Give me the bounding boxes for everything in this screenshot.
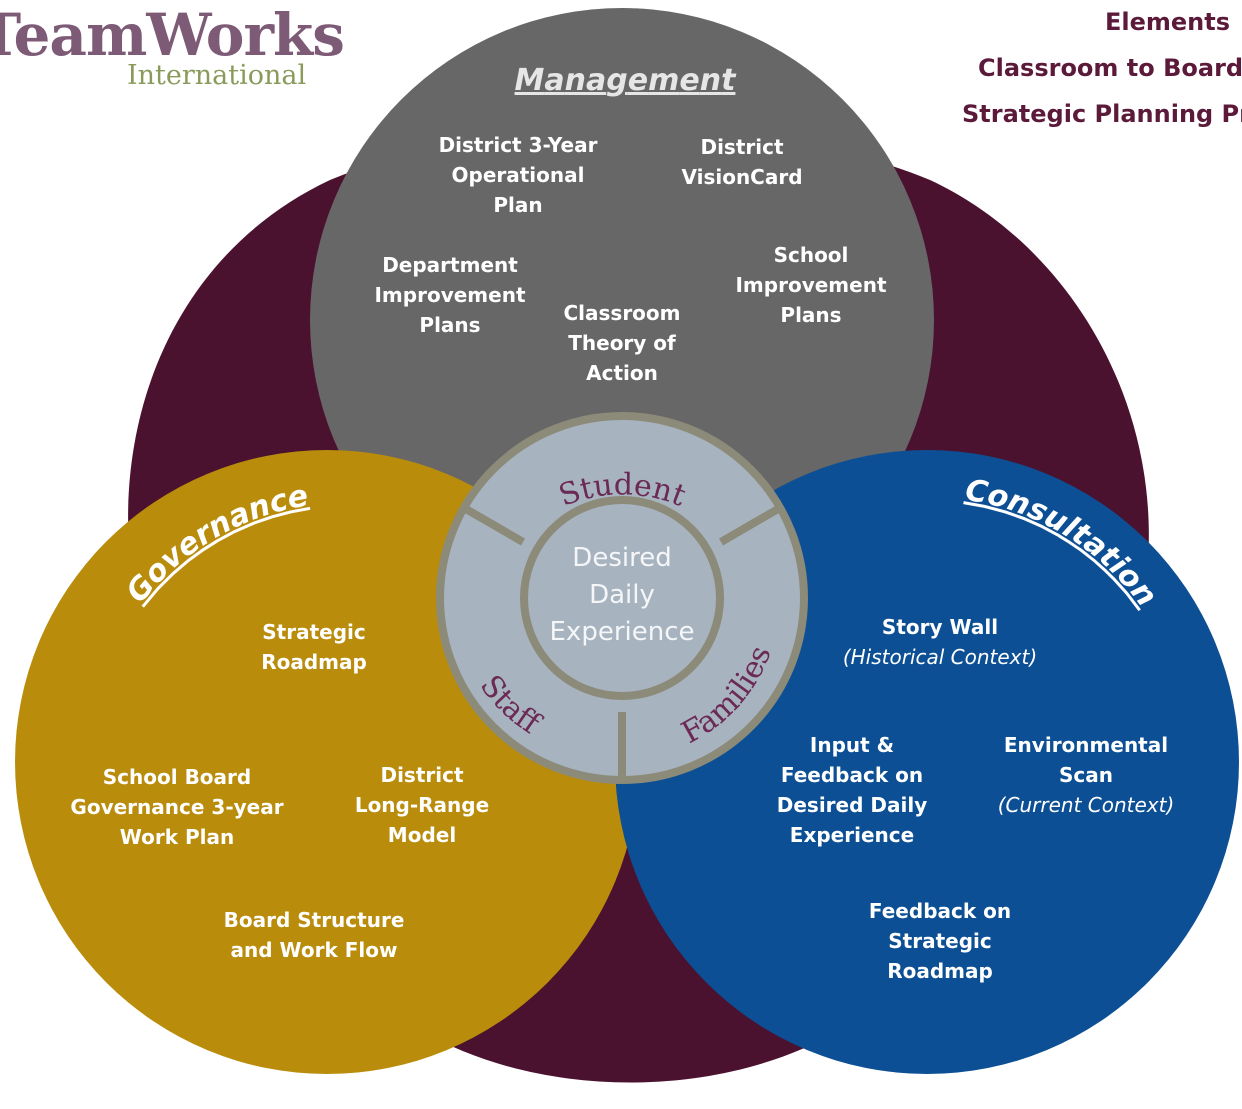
- ring-dividers: [463, 505, 781, 776]
- item-line: Scan: [1058, 763, 1113, 787]
- management-circle: [310, 8, 934, 632]
- management-item-visioncard: District VisionCard: [681, 132, 802, 192]
- core-label-line: Daily: [589, 580, 655, 610]
- item-line: District: [380, 763, 464, 787]
- center-core: [520, 496, 724, 700]
- item-line: Feedback on: [868, 899, 1012, 923]
- item-line: Story Wall: [881, 615, 999, 639]
- item-line: Plans: [780, 303, 842, 327]
- item-line: District: [700, 135, 784, 159]
- management-item-classroom-theory: Classroom Theory of Action: [563, 298, 680, 388]
- governance-item-long-range-model: District Long-Range Model: [355, 760, 489, 850]
- item-line: Action: [586, 361, 658, 385]
- governance-item-board-structure: Board Structure and Work Flow: [224, 905, 405, 965]
- item-line: Desired Daily: [776, 793, 928, 817]
- item-line: Improvement: [374, 283, 526, 307]
- item-line: Plan: [493, 193, 543, 217]
- item-line: VisionCard: [681, 165, 803, 189]
- item-line: Governance 3-year: [70, 795, 284, 819]
- item-line: Classroom: [563, 301, 681, 325]
- item-line: Plans: [419, 313, 481, 337]
- item-line: Department: [382, 253, 518, 277]
- governance-item-strategic-roadmap: Strategic Roadmap: [261, 617, 367, 677]
- management-item-operational-plan: District 3-Year Operational Plan: [439, 130, 598, 220]
- item-line: Feedback on: [780, 763, 924, 787]
- consultation-item-environmental-scan: Environmental Scan (Current Context): [998, 730, 1175, 820]
- title-line-1: Elements: [1105, 8, 1231, 36]
- item-line: and Work Flow: [230, 938, 398, 962]
- item-line: Operational: [451, 163, 585, 187]
- item-line: Board Structure: [223, 908, 405, 932]
- management-heading: Management: [515, 63, 738, 98]
- management-item-department-plans: Department Improvement Plans: [374, 250, 525, 340]
- consultation-item-story-wall: Story Wall (Historical Context): [843, 612, 1037, 672]
- item-line: Improvement: [735, 273, 887, 297]
- item-line: Input &: [809, 733, 895, 757]
- item-line: District 3-Year: [438, 133, 598, 157]
- item-note: (Current Context): [997, 793, 1175, 817]
- logo-wordmark: TeamWorks: [0, 1, 345, 69]
- item-line: Environmental: [1003, 733, 1169, 757]
- governance-item-board-work-plan: School Board Governance 3-year Work Plan: [70, 762, 283, 852]
- item-line: School: [773, 243, 849, 267]
- core-label-line: Experience: [550, 617, 695, 647]
- title-line-3: Strategic Planning Pr: [962, 100, 1242, 128]
- item-line: Model: [387, 823, 457, 847]
- ring-divider: [718, 505, 781, 546]
- management-item-school-plans: School Improvement Plans: [735, 240, 886, 330]
- item-line: School Board: [102, 765, 252, 789]
- consultation-item-feedback-roadmap: Feedback on Strategic Roadmap: [869, 896, 1011, 986]
- consultation-item-input-feedback: Input & Feedback on Desired Daily Experi…: [777, 730, 927, 850]
- item-line: Strategic: [888, 929, 992, 953]
- item-line: Strategic: [262, 620, 366, 644]
- ring-divider: [463, 505, 526, 546]
- item-note: (Historical Context): [842, 645, 1038, 669]
- item-line: Experience: [789, 823, 915, 847]
- logo-subtitle: International: [127, 60, 307, 91]
- item-line: Roadmap: [261, 650, 367, 674]
- core-label-line: Desired: [572, 543, 671, 573]
- title-line-2: Classroom to Board: [978, 54, 1242, 82]
- item-line: Work Plan: [119, 825, 235, 849]
- item-line: Long-Range: [354, 793, 490, 817]
- item-line: Theory of: [568, 331, 676, 355]
- item-line: Roadmap: [887, 959, 993, 983]
